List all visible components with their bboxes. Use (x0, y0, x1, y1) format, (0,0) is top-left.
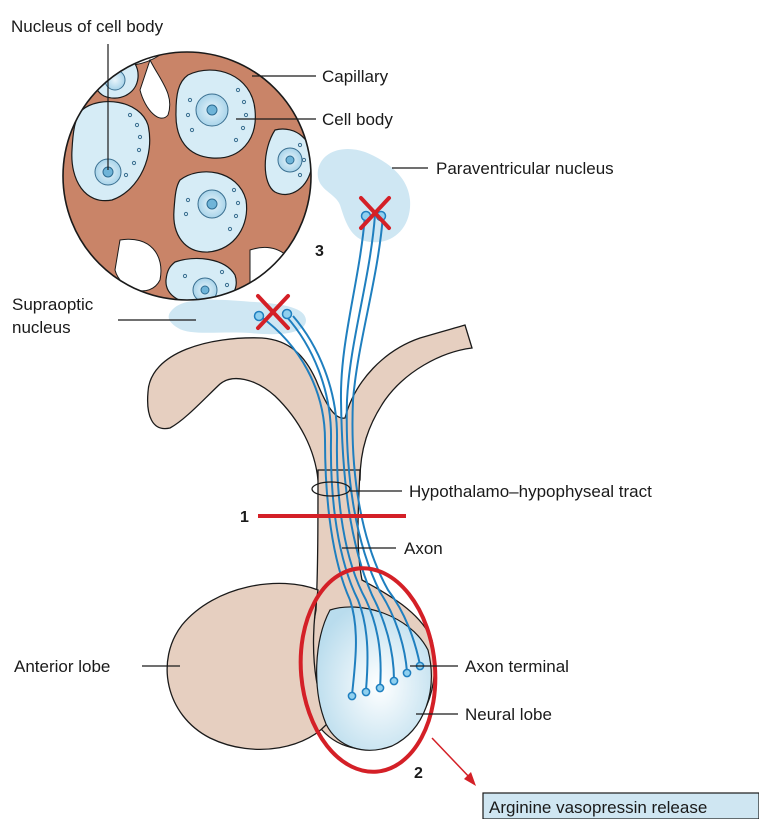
neuron-cell (176, 70, 255, 158)
label-cell-body: Cell body (322, 110, 393, 129)
label-capillary: Capillary (322, 67, 389, 86)
arginine-vasopressin-release-box: Arginine vasopressin release (483, 793, 759, 819)
label-anterior-lobe: Anterior lobe (14, 657, 110, 676)
supraoptic-cell-body (255, 312, 264, 321)
label-neural-lobe: Neural lobe (465, 705, 552, 724)
label-hypothalamo-hypophyseal-tract: Hypothalamo–hypophyseal tract (409, 482, 652, 501)
neuron-cell (166, 258, 236, 305)
label-nucleus-of-cell-body: Nucleus of cell body (11, 17, 164, 36)
supraoptic-cell-body (283, 310, 292, 319)
label-axon: Axon (404, 539, 443, 558)
marker-2: 2 (414, 765, 423, 782)
label-supraoptic-line2: nucleus (12, 318, 71, 337)
label-axon-terminal: Axon terminal (465, 657, 569, 676)
magnified-cell-view (60, 50, 320, 310)
marker-3: 3 (315, 243, 324, 260)
marker-1: 1 (240, 509, 249, 526)
anterior-lobe-shape (167, 583, 330, 749)
hypothalamus-tissue (148, 325, 472, 480)
label-paraventricular-nucleus: Paraventricular nucleus (436, 159, 614, 178)
release-arrow (432, 738, 476, 786)
label-supraoptic-line1: Supraoptic (12, 295, 94, 314)
output-box-label: Arginine vasopressin release (489, 798, 707, 817)
